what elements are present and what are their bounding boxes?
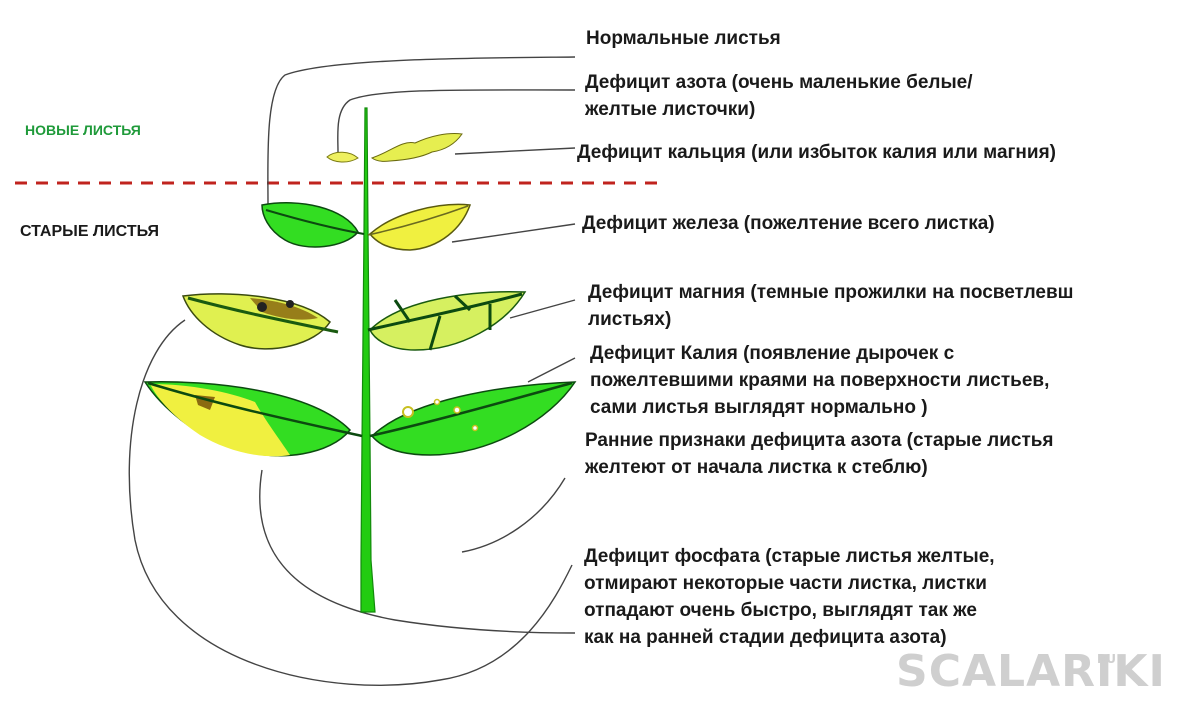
- leaf-hole: [403, 407, 413, 417]
- leaf-hole: [454, 407, 460, 413]
- new-leaves: [327, 133, 462, 162]
- label-potassium-deficit: Дефицит Калия (появление дырочек с пожел…: [590, 340, 1049, 421]
- leader-iron: [452, 224, 575, 242]
- label-nitrogen-deficit: Дефицит азота (очень маленькие белые/ же…: [585, 69, 973, 123]
- leader-magnesium: [510, 300, 575, 318]
- label-normal-leaves: Нормальные листья: [586, 25, 781, 52]
- leader-right-curve: [462, 478, 565, 552]
- zone-label-new-leaves: НОВЫЕ ЛИСТЬЯ: [25, 122, 141, 138]
- zone-label-old-leaves: СТАРЫЕ ЛИСТЬЯ: [20, 223, 159, 241]
- leaf-hole: [435, 400, 440, 405]
- leader-potassium: [528, 358, 575, 382]
- leaf-normal: [262, 203, 358, 247]
- leaf-new-curled-right: [372, 133, 462, 161]
- label-magnesium-deficit: Дефицит магния (темные прожилки на посве…: [588, 279, 1200, 333]
- watermark-logo: SCALARIKI: [896, 646, 1166, 697]
- leader-calcium: [455, 148, 575, 154]
- leaf-potassium: [372, 382, 575, 455]
- leader-lines: [129, 57, 575, 685]
- leaf-pair-2: [183, 292, 525, 350]
- leaf-spot: [286, 300, 294, 308]
- leaf-new-small-left: [327, 152, 358, 162]
- leader-nitrogen: [338, 90, 575, 152]
- leaf-pair-3: [145, 382, 575, 457]
- leaf-spot: [257, 302, 267, 312]
- leaf-hole: [473, 426, 478, 431]
- label-phosphate-deficit: Дефицит фосфата (старые листья желтые, о…: [584, 543, 995, 651]
- watermark-suffix: RU: [1097, 652, 1116, 666]
- label-early-nitrogen: Ранние признаки дефицита азота (старые л…: [585, 427, 1054, 481]
- leader-phosphate: [129, 320, 572, 685]
- label-calcium-deficit: Дефицит кальция (или избыток калия или м…: [577, 139, 1056, 166]
- label-iron-deficit: Дефицит железа (пожелтение всего листка): [582, 210, 995, 237]
- leader-early-nitrogen: [260, 470, 575, 633]
